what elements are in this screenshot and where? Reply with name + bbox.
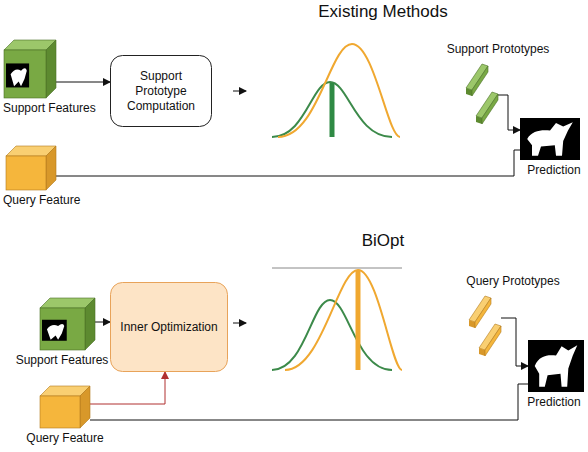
connector xyxy=(501,318,528,366)
box-label: Support Prototype Computation xyxy=(118,69,204,114)
node-label: Prediction xyxy=(527,163,580,177)
pred-figure xyxy=(520,118,580,160)
feature-cube: Support Features xyxy=(4,40,56,98)
cube-figure xyxy=(6,146,56,190)
prediction-image: Prediction xyxy=(520,118,580,160)
node-label: Support Features xyxy=(16,353,109,367)
feature-cube: Query Feature xyxy=(6,146,56,190)
process-box: Support Prototype Computation xyxy=(110,55,212,127)
connector xyxy=(95,322,110,323)
process-box: Inner Optimization xyxy=(110,282,228,372)
cube-figure xyxy=(4,40,56,98)
section-title: BiOpt xyxy=(362,231,405,251)
distribution-plot xyxy=(272,44,400,137)
connector xyxy=(56,150,520,176)
cube-figure xyxy=(40,386,90,428)
cube-figure xyxy=(40,298,95,350)
feature-cube: Support Features xyxy=(40,298,95,350)
node-label: Query Feature xyxy=(26,431,103,445)
connector xyxy=(498,95,520,130)
pred-figure xyxy=(528,340,584,392)
node-label: Query Feature xyxy=(3,193,80,207)
arrow xyxy=(233,323,246,324)
section-title: Existing Methods xyxy=(318,2,447,22)
node-label: Prediction xyxy=(527,395,580,409)
box-label: Inner Optimization xyxy=(120,320,217,335)
arrow xyxy=(233,91,246,92)
node-label: Query Prototypes xyxy=(466,274,559,288)
node-label: Support Prototypes xyxy=(447,42,550,56)
distribution-plot xyxy=(272,268,402,370)
connector xyxy=(90,384,528,420)
prototype-icon: Support Prototypes xyxy=(462,58,498,124)
node-label: Support Features xyxy=(3,101,96,115)
connector xyxy=(56,82,110,83)
connector xyxy=(90,372,165,404)
slab-figure xyxy=(462,58,498,124)
prototype-icon: Query Prototypes xyxy=(465,290,501,354)
feature-cube: Query Feature xyxy=(40,386,90,428)
prediction-image: Prediction xyxy=(528,340,584,392)
slab-figure xyxy=(465,290,501,354)
